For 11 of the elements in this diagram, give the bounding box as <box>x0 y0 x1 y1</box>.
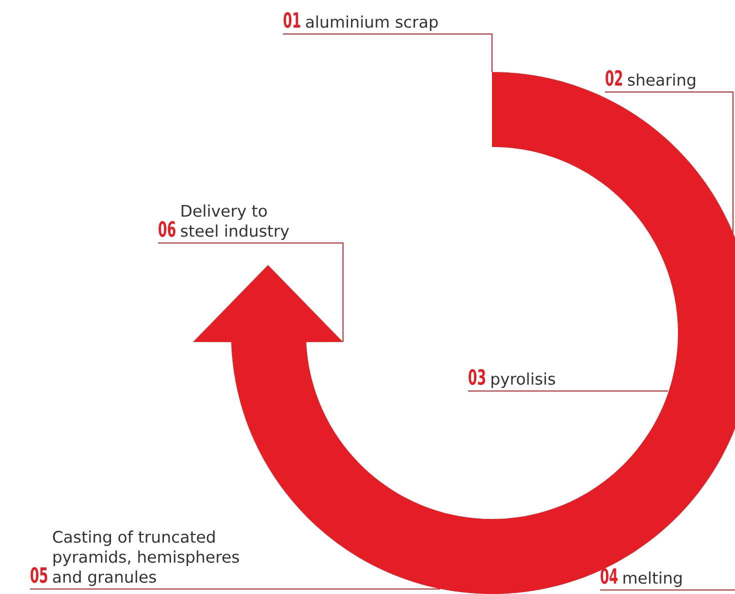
leader-line <box>158 242 344 342</box>
step-label: 01 aluminium scrap <box>284 12 438 31</box>
step-label: 04 melting <box>600 568 682 587</box>
step-label: 05 Casting of truncated pyramids, hemispheres and granules <box>30 530 239 586</box>
step-label: 06 Delivery to steel industry <box>158 204 289 240</box>
step-label: 02 shearing <box>606 70 696 89</box>
step-label: 03 pyrolisis <box>468 369 556 388</box>
leader-line <box>604 92 734 234</box>
leader-line <box>30 588 440 590</box>
leader-line <box>468 390 668 392</box>
leader-line <box>282 34 492 72</box>
